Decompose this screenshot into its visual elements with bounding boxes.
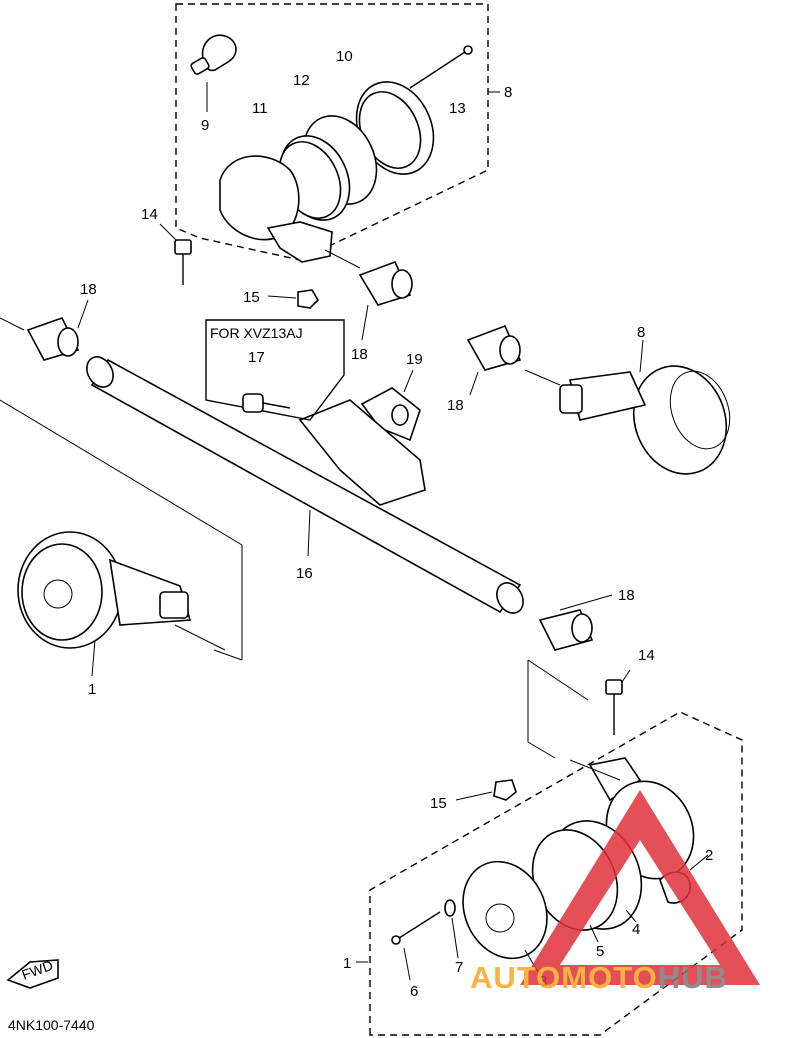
forward-direction-icon: FWD (6, 957, 59, 989)
guide-line-left (0, 317, 25, 331)
callout-9: 9 (201, 117, 209, 134)
callout-12: 12 (293, 72, 310, 89)
screw-part-6 (391, 911, 441, 981)
variant-note-label: FOR XVZ13AJ (210, 325, 303, 341)
grommet-part-18-lower (538, 594, 613, 651)
callout-8-top: 8 (504, 84, 512, 101)
bulb-part-9 (190, 34, 237, 112)
callout-18-c: 18 (447, 397, 464, 414)
callout-2: 2 (705, 847, 713, 864)
turn-signal-lamp-right-part-8 (524, 339, 731, 475)
figure-code: 4NK100-7440 (8, 1017, 95, 1033)
grommet-part-18-upper (358, 260, 413, 341)
callout-8-right: 8 (637, 324, 645, 341)
callout-10: 10 (336, 48, 353, 65)
bolt-part-14-top (159, 223, 192, 285)
callout-14-top: 14 (141, 206, 158, 223)
screw-part-13 (409, 45, 473, 89)
lens-parts-10-11-12 (278, 81, 435, 221)
callout-6: 6 (410, 983, 418, 1000)
callout-1-bottom: 1 (343, 955, 351, 972)
callout-1-left: 1 (88, 681, 96, 698)
variant-note-box: FOR XVZ13AJ (205, 319, 345, 421)
stay-bar-part-16 (86, 356, 524, 614)
grommet-part-18-right (466, 324, 522, 396)
callout-7: 7 (455, 959, 463, 976)
assembly-box-bottom (356, 711, 743, 1036)
callout-16: 16 (296, 565, 313, 582)
callout-18-a: 18 (80, 281, 97, 298)
watermark-triangle-icon (520, 790, 760, 985)
callout-18-d: 18 (618, 587, 635, 604)
callout-13: 13 (449, 100, 466, 117)
watermark-word-hub: HUB (658, 960, 728, 995)
bracket-part-19 (298, 369, 426, 506)
callout-14-right: 14 (638, 647, 655, 664)
lamp-housing-top (219, 155, 361, 269)
nut-part-15-bottom (455, 779, 517, 801)
callout-4: 4 (632, 921, 640, 938)
nut-part-15-top (267, 289, 320, 309)
turn-signal-lamp-left-part-1 (17, 531, 226, 677)
automotohub-watermark: AUTOMOTOHUB (470, 790, 760, 995)
callout-11: 11 (252, 100, 268, 117)
watermark-word-auto: AUTO (470, 960, 561, 995)
svg-text:AUTOMOTOHUB: AUTOMOTOHUB (470, 960, 728, 995)
guide-lines-lamp-1 (0, 399, 243, 661)
bolt-part-14-right (605, 669, 631, 735)
callout-15-top: 15 (243, 289, 260, 306)
guide-lines-lower (527, 659, 589, 759)
callout-17: 17 (248, 349, 265, 366)
grommet-part-18-left (26, 299, 89, 361)
callout-19: 19 (406, 351, 423, 368)
callout-5: 5 (596, 943, 604, 960)
callout-18-b: 18 (351, 346, 368, 363)
callout-15-bottom: 15 (430, 795, 447, 812)
washer-part-7 (444, 899, 459, 959)
watermark-word-moto: MOTO (561, 960, 657, 995)
